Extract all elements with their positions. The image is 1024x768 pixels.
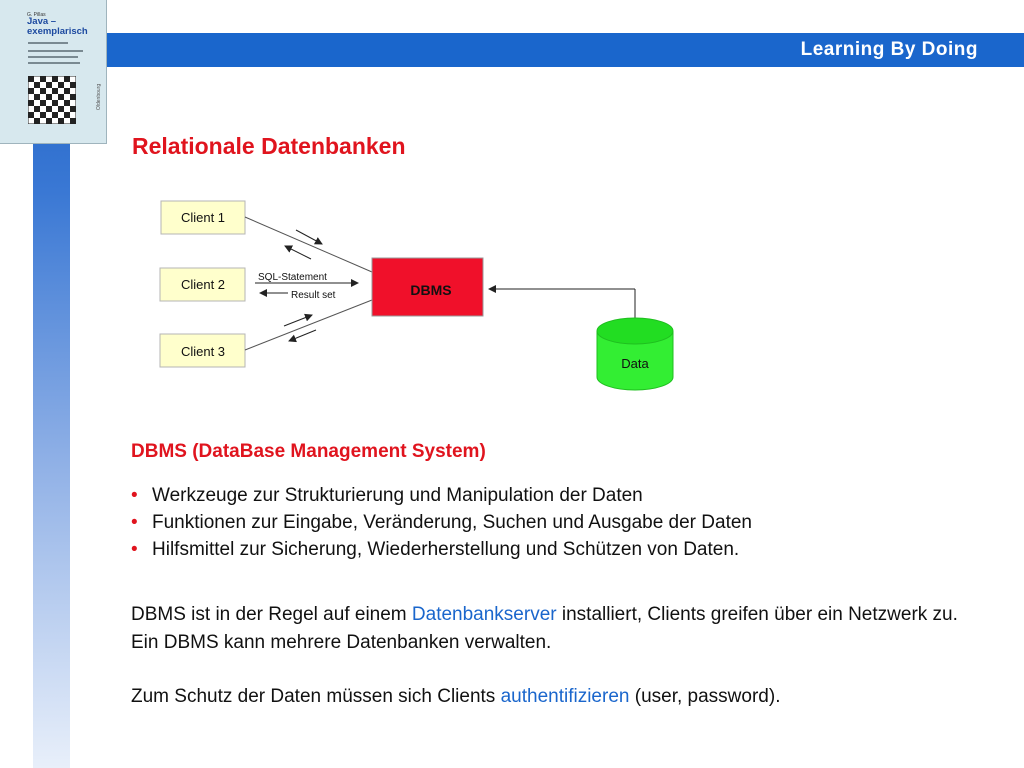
data-label: Data	[621, 356, 649, 371]
dbms-label: DBMS	[410, 282, 451, 298]
connector-client-3	[244, 299, 373, 351]
datenbankserver-link[interactable]: Datenbankserver	[411, 604, 557, 625]
client-2-box: Client 2	[159, 267, 246, 302]
list-item-text: Werkzeuge zur Strukturierung und Manipul…	[152, 485, 643, 506]
paragraph-text: Zum Schutz der Daten müssen sich Clients	[131, 686, 501, 707]
paragraph-dbms-server: DBMS ist in der Regel auf einem Datenban…	[131, 601, 971, 657]
paragraph-text: DBMS ist in der Regel auf einem	[131, 604, 412, 625]
book-text-line	[28, 56, 78, 58]
client-1-label: Client 1	[181, 210, 225, 225]
sql-statement-label: SQL-Statement	[258, 272, 327, 283]
book-text-line	[28, 62, 80, 64]
bullet-marker: •	[131, 512, 138, 533]
book-text-line	[28, 50, 83, 52]
header-title: Learning By Doing	[800, 39, 978, 60]
dbms-architecture-diagram: Client 1 Client 2 Client 3 SQL-Statement…	[159, 200, 674, 391]
book-title: Java – exemplarisch	[27, 16, 88, 37]
request-arrow-client-3	[283, 313, 313, 327]
book-cover-image: G. Pillas Java – exemplarisch Oldenbourg	[0, 0, 107, 144]
data-cylinder: Data	[596, 317, 674, 391]
client-1-box: Client 1	[160, 200, 246, 235]
chessboard-icon	[28, 76, 76, 124]
slide-title: Relationale Datenbanken	[132, 133, 406, 159]
header-band	[0, 33, 1024, 67]
authentifizieren-link[interactable]: authentifizieren	[500, 686, 630, 707]
paragraph-text: installiert, Clients greifen über ein Ne…	[131, 604, 958, 653]
result-set-label: Result set	[291, 290, 336, 301]
bullet-marker: •	[131, 485, 138, 506]
feature-list: • Werkzeuge zur Strukturierung und Manip…	[131, 482, 752, 563]
book-publisher: Oldenbourg	[96, 83, 102, 110]
client-3-box: Client 3	[159, 333, 246, 368]
list-item-text: Funktionen zur Eingabe, Veränderung, Suc…	[152, 512, 752, 533]
paragraph-authentication: Zum Schutz der Daten müssen sich Clients…	[131, 683, 971, 711]
paragraph-text: (user, password).	[629, 686, 781, 707]
book-text-line	[28, 42, 68, 44]
book-author: G. Pillas	[27, 12, 46, 18]
client-2-label: Client 2	[181, 277, 225, 292]
list-item: • Funktionen zur Eingabe, Veränderung, S…	[131, 509, 752, 536]
request-arrow-client-1	[295, 229, 323, 245]
connector-client-1	[244, 216, 373, 273]
response-arrow-client-3	[288, 329, 317, 343]
bullet-marker: •	[131, 539, 138, 560]
dbms-box: DBMS	[371, 257, 484, 317]
list-item-text: Hilfsmittel zur Sicherung, Wiederherstel…	[152, 539, 740, 560]
section-heading: DBMS (DataBase Management System)	[131, 441, 486, 462]
response-arrow-client-1	[284, 245, 312, 260]
client-3-label: Client 3	[181, 344, 225, 359]
list-item: • Hilfsmittel zur Sicherung, Wiederherst…	[131, 536, 752, 563]
list-item: • Werkzeuge zur Strukturierung und Manip…	[131, 482, 752, 509]
